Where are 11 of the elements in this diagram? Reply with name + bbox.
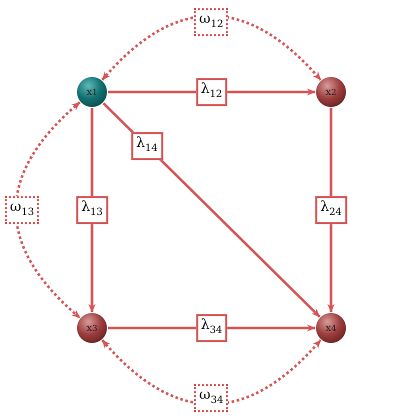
edge-label: λ$_{14}$	[131, 132, 163, 160]
dotted-arrow	[101, 14, 322, 81]
edge-label: λ$_{12}$	[196, 78, 228, 106]
edge-label: λ$_{24}$	[315, 196, 347, 224]
edge-label: ω$_{13}$	[4, 196, 40, 224]
dotted-arrow	[101, 339, 322, 406]
edge-label: ω$_{12}$	[194, 8, 228, 36]
edge-label: λ$_{34}$	[196, 314, 228, 342]
dotted-arrow	[14, 101, 81, 319]
edge-label: ω$_{34}$	[194, 384, 228, 412]
edge-label: λ$_{13}$	[76, 196, 108, 224]
